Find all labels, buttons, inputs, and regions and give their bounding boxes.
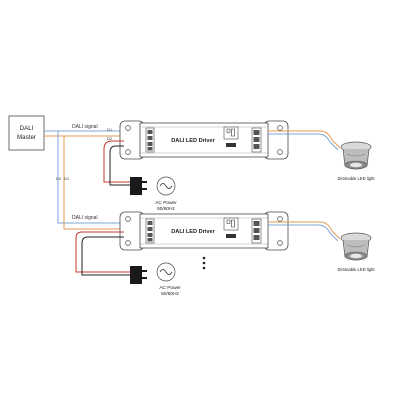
- driver-2-label: DALI LED Driver: [171, 229, 215, 235]
- bus-label-d2-vertical: D2: [56, 176, 62, 181]
- sine-wave-icon: [159, 183, 173, 189]
- terminal-screw: [147, 233, 153, 237]
- terminal-screw: [147, 130, 153, 134]
- driver-2: DALI LED Driver AC Power 50/60Hz Dimma: [75, 211, 375, 297]
- terminal-screw: [147, 238, 153, 242]
- bus-label-d2-top: D2: [107, 136, 113, 141]
- bus-wire-orange-down: [63, 136, 124, 230]
- driver-1-label: DALI LED Driver: [171, 138, 215, 144]
- output-wire-blue: [268, 224, 339, 242]
- bus-label-d1-top: D1: [107, 127, 113, 132]
- terminal-screw: [147, 142, 153, 146]
- screw-hole-icon: [277, 125, 283, 131]
- led-downlight-icon: [340, 232, 372, 261]
- ac-wire-black: [81, 236, 134, 276]
- plug-prong: [142, 181, 147, 183]
- power-plug-icon: [130, 177, 142, 195]
- terminal-screw: [147, 221, 153, 225]
- ac-power-label-2: 50/60Hz: [161, 291, 179, 297]
- dali-master-box: [8, 115, 45, 151]
- address-display: [223, 217, 239, 231]
- ac-wire-red: [103, 140, 134, 183]
- terminal-screw: [147, 227, 153, 231]
- screw-hole-icon: [125, 216, 131, 222]
- plug-prong: [142, 277, 147, 279]
- dali-master-label-1: DALI: [20, 125, 34, 132]
- output-wire-orange: [268, 221, 341, 240]
- dali-signal-label-top: DALI signal: [72, 124, 98, 130]
- terminal-screw: [147, 136, 153, 140]
- lamp-label: Dimmable LED light: [337, 176, 375, 181]
- terminal-screw: [253, 228, 260, 233]
- ac-power-label-1: AC Power: [155, 200, 177, 206]
- screw-hole-icon: [277, 216, 283, 222]
- driver-2-body: [139, 213, 269, 249]
- dip-switch: [226, 143, 236, 147]
- terminal-screw: [253, 235, 260, 240]
- screw-hole-icon: [125, 149, 131, 155]
- plug-prong: [142, 270, 147, 272]
- address-display: [223, 126, 239, 140]
- driver-1-body: [139, 122, 269, 158]
- dali-signal-label-bottom: DALI signal: [72, 215, 98, 221]
- screw-hole-icon: [277, 240, 283, 246]
- terminal-screw: [147, 147, 153, 151]
- screw-hole-icon: [125, 125, 131, 131]
- dali-master: DALI Master: [8, 115, 45, 151]
- dali-master-label-2: Master: [17, 134, 36, 141]
- dali-bus-wires: [44, 130, 124, 230]
- ac-power-label-2: 50/60Hz: [157, 206, 175, 212]
- ac-wire-red: [75, 231, 134, 273]
- terminal-screw: [253, 130, 260, 135]
- seven-segment-digits: [226, 128, 235, 137]
- output-wire-blue: [268, 133, 339, 151]
- bus-wire-blue-down: [57, 131, 124, 224]
- terminal-screw: [253, 221, 260, 226]
- lamp-label: Dimmable LED light: [337, 267, 375, 272]
- ac-wire-black: [109, 145, 134, 186]
- dip-switch: [226, 234, 236, 238]
- bus-label-d1-vertical: D1: [64, 176, 70, 181]
- driver-1: DALI LED Driver AC Power 50/60Hz: [103, 120, 375, 212]
- continuation-dots: [202, 256, 206, 270]
- terminal-screw: [253, 144, 260, 149]
- seven-segment-digits: [226, 219, 235, 228]
- sine-wave-icon: [159, 269, 173, 275]
- ac-power-label-1: AC Power: [159, 285, 181, 291]
- led-downlight-icon: [340, 141, 372, 170]
- terminal-screw: [253, 137, 260, 142]
- plug-prong: [142, 188, 147, 190]
- screw-hole-icon: [125, 240, 131, 246]
- output-wire-orange: [268, 130, 341, 149]
- screw-hole-icon: [277, 149, 283, 155]
- power-plug-icon: [130, 266, 142, 284]
